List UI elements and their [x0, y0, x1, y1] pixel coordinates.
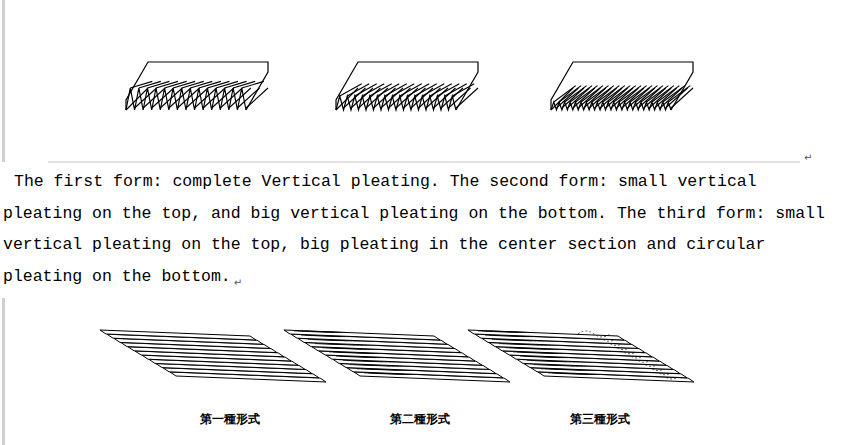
pleat-sheet	[100, 330, 326, 382]
pleat-block	[336, 62, 478, 110]
pleat-block	[126, 62, 268, 110]
separator-line	[48, 162, 800, 163]
form-caption: 第一種形式	[200, 411, 260, 428]
form-caption: 第三種形式	[570, 411, 630, 428]
pleat-sheet	[468, 330, 694, 382]
pleat-block	[551, 62, 693, 110]
description-text: The first form: complete Vertical pleati…	[3, 166, 839, 292]
form-caption: 第二種形式	[390, 411, 450, 428]
paragraph-mark: ↵	[804, 152, 812, 163]
paragraph-mark: ↵	[234, 277, 242, 288]
margin-bar	[2, 298, 5, 445]
margin-bar	[2, 0, 5, 162]
pleat-sheet	[284, 330, 510, 382]
